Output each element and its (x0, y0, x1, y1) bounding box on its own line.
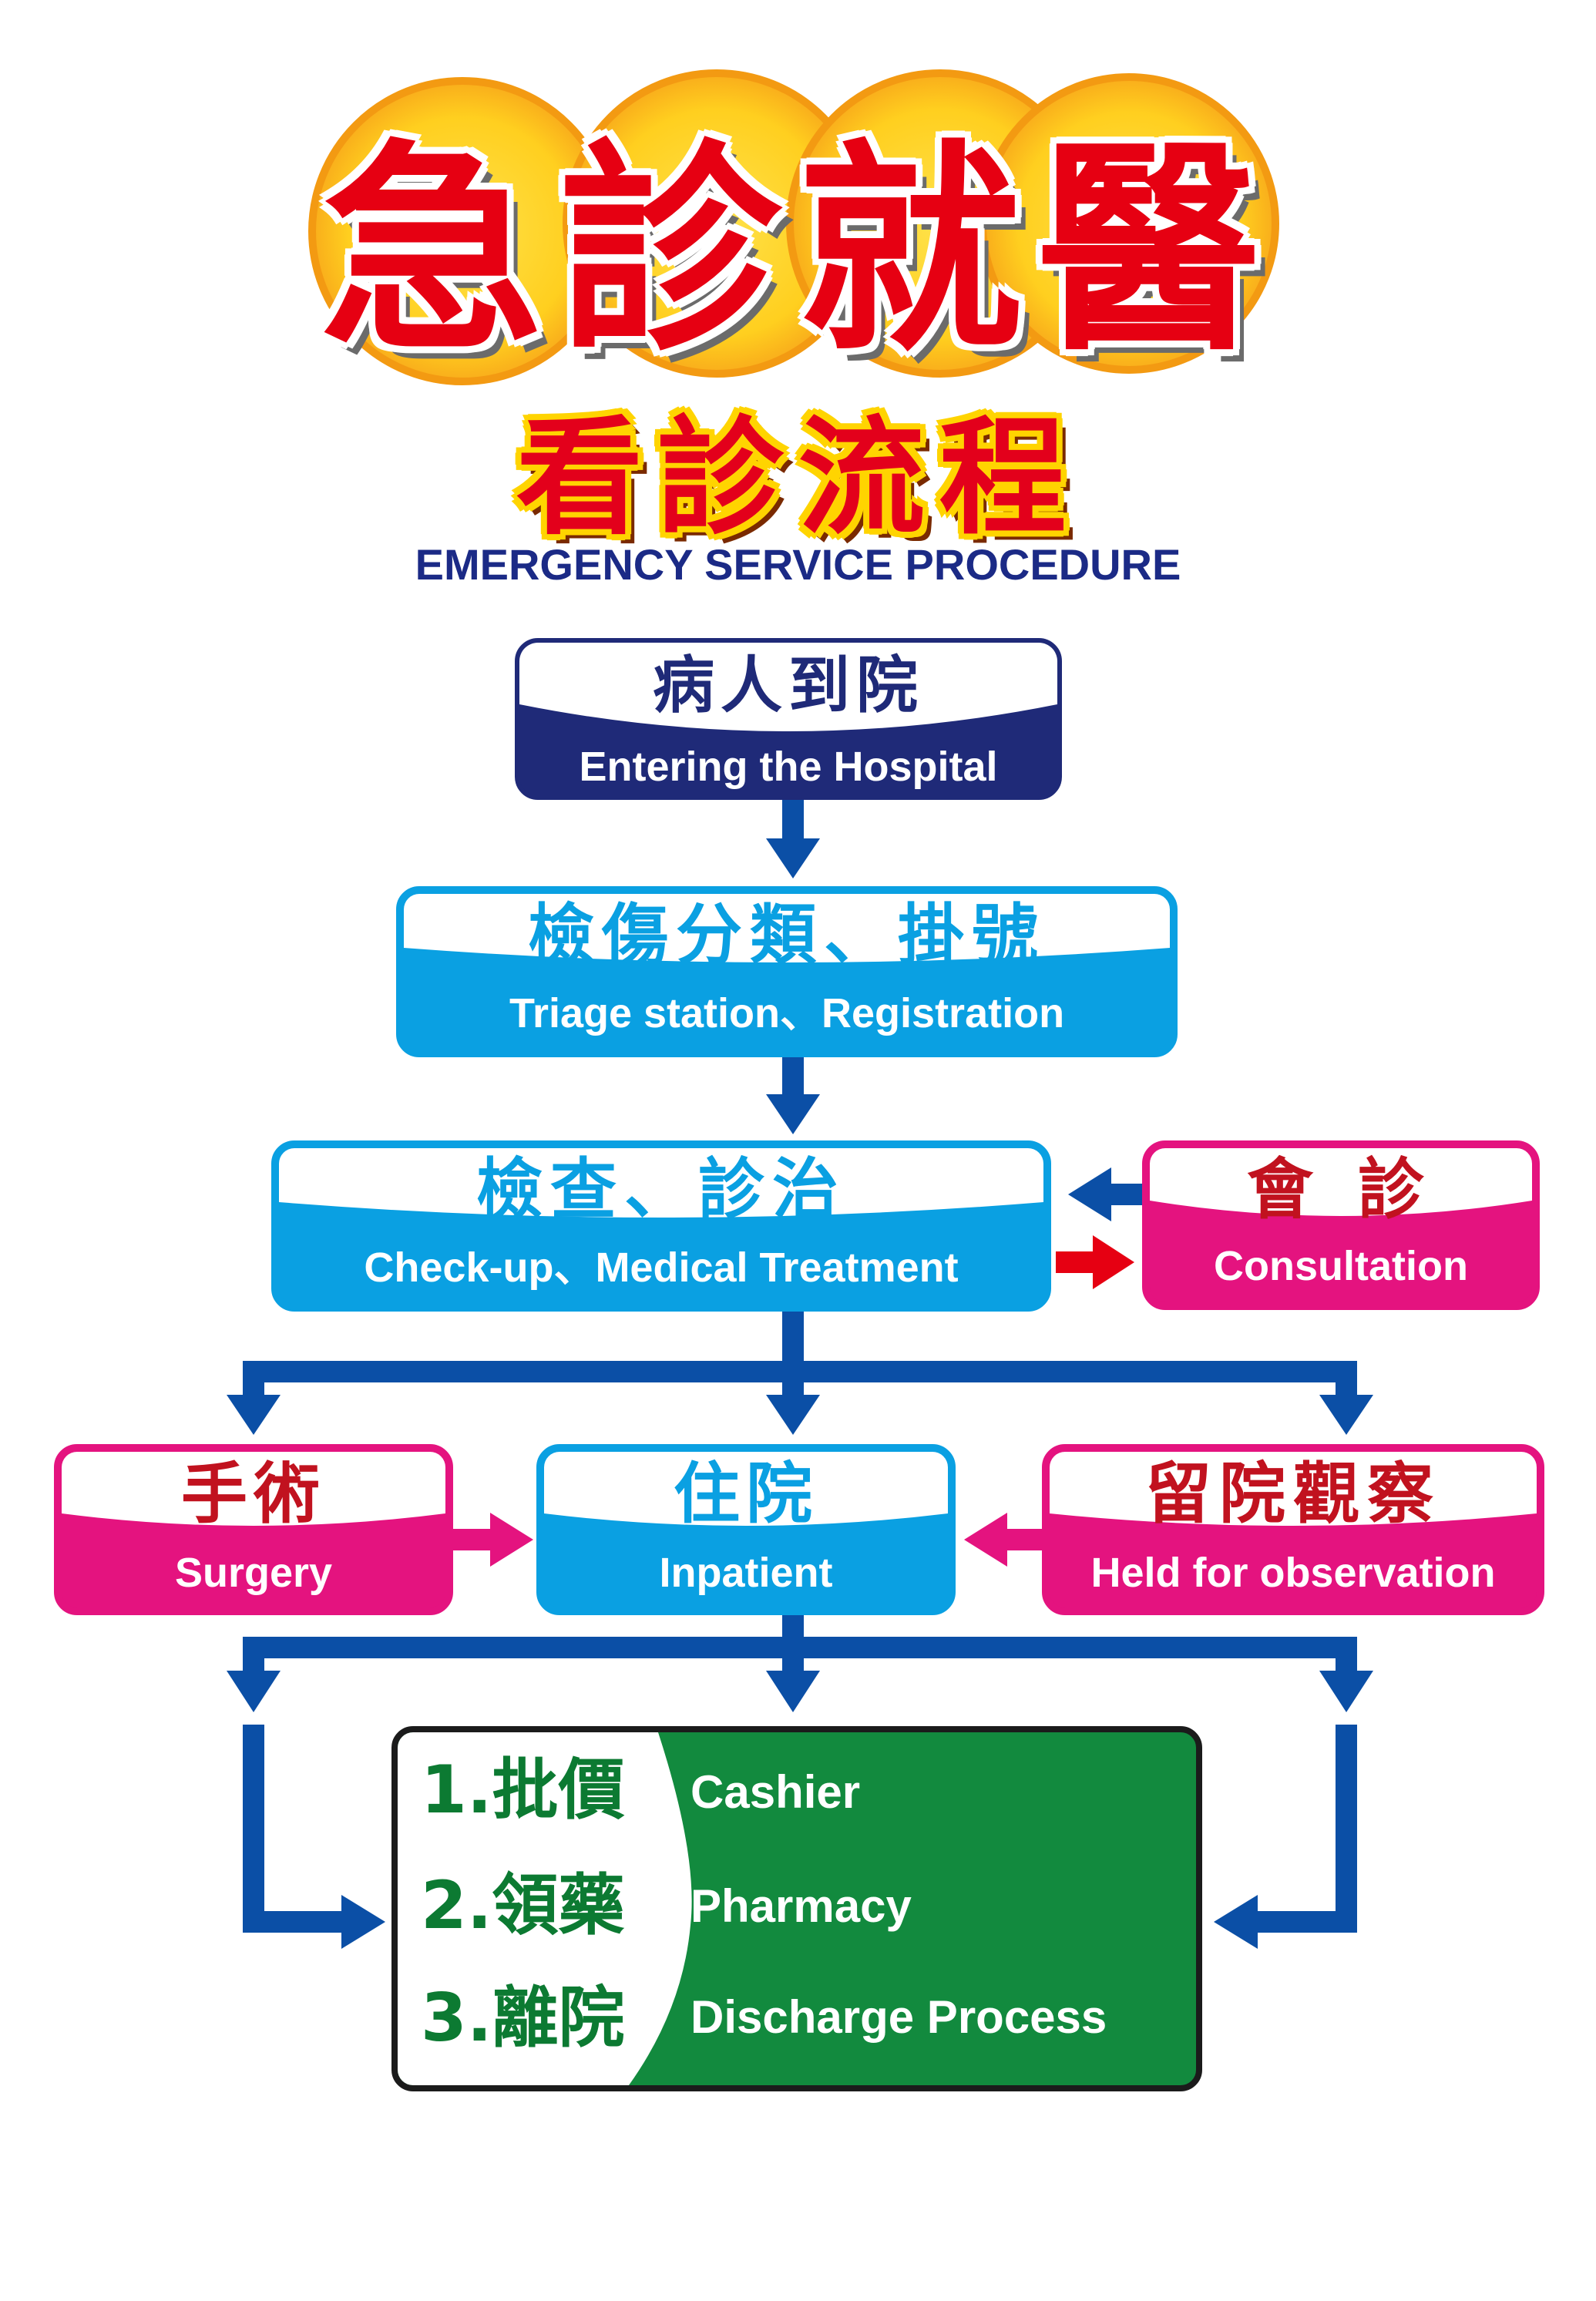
arrow-surgery-to-inpatient (453, 1529, 492, 1550)
arrow-triage-to-treatment (782, 1056, 804, 1096)
step-treatment-zh: 檢查、診治 (476, 1151, 846, 1228)
split-mid-head-1 (766, 1395, 820, 1435)
arrow-treatment-to-consultation (1056, 1251, 1094, 1273)
split-mid-drop-2 (782, 1637, 804, 1672)
step-treatment: 檢查、診治 Check-up、Medical Treatment (271, 1140, 1051, 1312)
arrow-consultation-to-treatment (1110, 1184, 1148, 1205)
discharge-step-3-zh: 3.離院 (421, 1980, 625, 2057)
page-subtitle: 看診流程 (516, 403, 1080, 552)
arrow-triage-to-treatment-head (766, 1094, 820, 1134)
page-title-english: EMERGENCY SERVICE PROCEDURE (415, 540, 1181, 589)
step-arrival-zh: 病人到院 (653, 650, 924, 721)
arrow-arrival-to-triage-head (766, 838, 820, 878)
discharge-step-3-en: Discharge Process (690, 1991, 1107, 2043)
split-right-drop-2 (1336, 1637, 1357, 1672)
step-observation-zh: 留院觀察 (1145, 1456, 1441, 1533)
step-inpatient-zh: 住院 (674, 1456, 818, 1533)
discharge-step-2-zh: 2.領藥 (421, 1867, 625, 1944)
step-inpatient-en: Inpatient (659, 1550, 833, 1596)
discharge-step-2-en: Pharmacy (690, 1880, 912, 1932)
split-left-drop-1 (243, 1361, 264, 1396)
split-left-head-2 (227, 1671, 281, 1712)
split-left-head-1 (227, 1395, 281, 1435)
step-consultation: 會 診 Consultation (1142, 1140, 1540, 1310)
split-right-head-2 (1319, 1671, 1373, 1712)
split-right-head-1 (1319, 1395, 1373, 1435)
arrow-consultation-to-treatment-head (1068, 1167, 1111, 1221)
arrow-observation-to-inpatient-head (964, 1513, 1007, 1567)
discharge-step-1-zh: 1.批價 (421, 1752, 625, 1829)
split-mid-head-2 (766, 1671, 820, 1712)
step-observation-en: Held for observation (1090, 1550, 1496, 1596)
step-treatment-en: Check-up、Medical Treatment (364, 1245, 959, 1291)
step-triage-zh: 檢傷分類、掛號 (528, 897, 1046, 974)
title-circle-4 (979, 73, 1279, 374)
arrow-arrival-to-triage (782, 800, 804, 840)
arrow-surgery-to-inpatient-head (490, 1513, 533, 1567)
discharge-step-1-en: Cashier (690, 1766, 861, 1818)
step-consultation-zh: 會 診 (1247, 1151, 1435, 1228)
step-discharge: 1.批價 Cashier 2.領藥 Pharmacy 3.離院 Discharg… (391, 1726, 1202, 2091)
return-right-horizontal (1256, 1911, 1357, 1933)
step-surgery-en: Surgery (174, 1550, 333, 1596)
return-right-head (1214, 1895, 1258, 1949)
arrow-observation-to-inpatient (1006, 1529, 1046, 1550)
return-left-horizontal (243, 1911, 343, 1933)
split-left-drop-2 (243, 1637, 264, 1672)
return-right-vertical (1336, 1725, 1357, 1933)
step-triage: 檢傷分類、掛號 Triage station、Registration (396, 886, 1178, 1057)
split-right-drop-1 (1336, 1361, 1357, 1396)
step-surgery: 手術 Surgery (54, 1444, 453, 1615)
step-surgery-zh: 手術 (181, 1456, 326, 1533)
return-left-vertical (243, 1725, 264, 1933)
step-inpatient: 住院 Inpatient (536, 1444, 956, 1615)
step-triage-en: Triage station、Registration (509, 990, 1065, 1036)
step-arrival-en: Entering the Hospital (579, 744, 998, 790)
step-consultation-en: Consultation (1214, 1243, 1468, 1289)
return-left-head (341, 1895, 385, 1949)
arrow-treatment-to-consultation-head (1093, 1235, 1134, 1289)
page-title: 急診就醫 (320, 122, 1276, 381)
split-mid-drop-1 (782, 1361, 804, 1396)
step-observation: 留院觀察 Held for observation (1042, 1444, 1544, 1615)
step-arrival: 病人到院 Entering the Hospital (515, 638, 1062, 800)
